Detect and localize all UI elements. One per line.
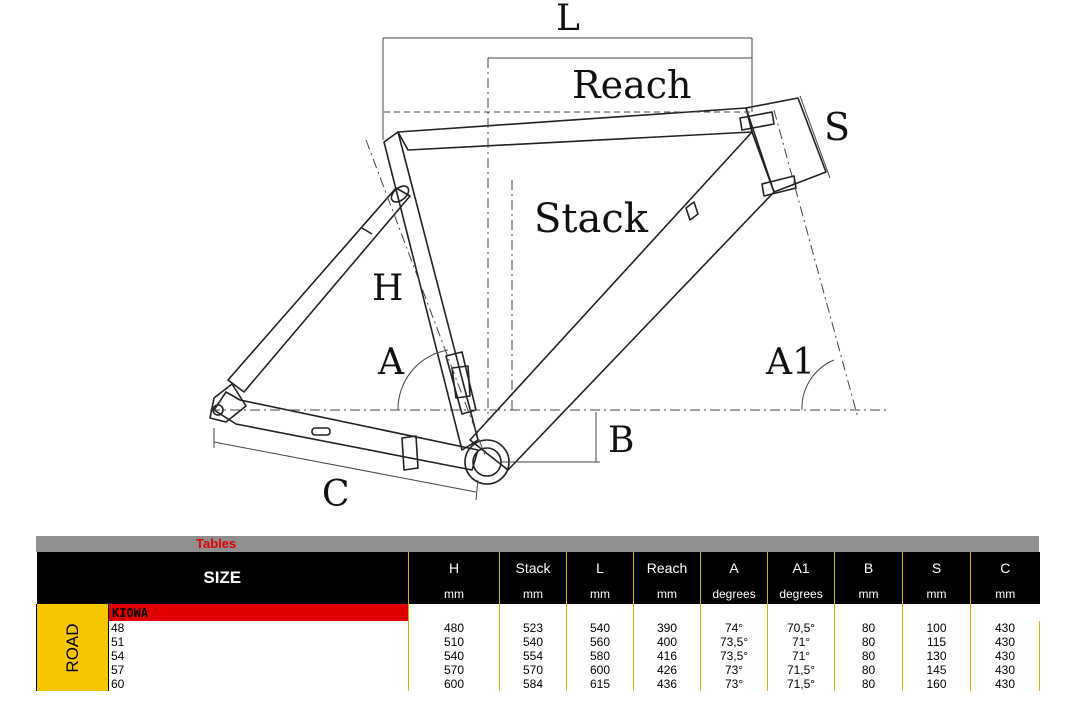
category-label: ROAD (62, 622, 82, 673)
size-cell: 60 (107, 677, 409, 691)
seat-stay (227, 187, 411, 393)
value-cell: 560 (566, 635, 634, 649)
value-cell: 73° (700, 663, 768, 677)
label-stack: Stack (534, 196, 649, 242)
value-cell: 73° (700, 677, 768, 691)
value-cell: 80 (834, 635, 903, 649)
value-cell: 130 (902, 649, 971, 663)
col-header-2: L (566, 552, 634, 584)
value-cell: 570 (408, 663, 500, 677)
label-H: H (372, 268, 403, 309)
value-cell: 73,5° (700, 649, 768, 663)
value-cell: 554 (499, 649, 567, 663)
value-cell: 570 (499, 663, 567, 677)
size-cell: 57 (107, 663, 409, 677)
value-cell: 416 (633, 649, 701, 663)
value-cell: 430 (970, 621, 1041, 635)
col-unit-6: mm (834, 584, 903, 604)
value-cell: 580 (566, 649, 634, 663)
col-header-4: A (700, 552, 768, 584)
col-unit-4: degrees (700, 584, 768, 604)
value-cell: 426 (633, 663, 701, 677)
head-tube (745, 97, 827, 193)
col-header-7: S (902, 552, 971, 584)
value-cell: 430 (970, 649, 1041, 663)
col-header-0: H (408, 552, 500, 584)
value-cell: 615 (566, 677, 634, 691)
size-header: SIZE (36, 552, 409, 604)
value-cell: 390 (633, 621, 701, 635)
category-cell: ROAD (36, 604, 109, 691)
label-A: A (377, 342, 405, 383)
value-cell: 584 (499, 677, 567, 691)
top-tube (397, 107, 753, 151)
value-cell: 80 (834, 649, 903, 663)
col-header-6: B (834, 552, 903, 584)
value-cell: 600 (408, 677, 500, 691)
seat-tube (383, 131, 479, 451)
size-cell: 54 (107, 649, 409, 663)
label-reach: Reach (572, 63, 692, 107)
value-cell: 71° (767, 649, 835, 663)
size-cell: 51 (107, 635, 409, 649)
label-C: C (322, 474, 350, 515)
value-cell: 540 (499, 635, 567, 649)
value-cell: 540 (566, 621, 634, 635)
value-cell: 71,5° (767, 677, 835, 691)
col-header-1: Stack (499, 552, 567, 584)
value-cell: 115 (902, 635, 971, 649)
value-cell: 400 (633, 635, 701, 649)
chain-stay (213, 391, 479, 471)
value-cell: 540 (408, 649, 500, 663)
value-cell: 430 (970, 635, 1041, 649)
dropout (209, 383, 247, 423)
label-B: B (608, 420, 634, 461)
value-cell: 80 (834, 677, 903, 691)
value-cell: 80 (834, 663, 903, 677)
value-cell: 145 (902, 663, 971, 677)
value-cell: 600 (566, 663, 634, 677)
value-cell: 70,5° (767, 621, 835, 635)
frame-geometry-diagram: L Reach S Stack H A A1 B C (209, 0, 890, 515)
label-S: S (824, 105, 850, 149)
table-caption-bar: Tables (36, 536, 1039, 552)
value-cell: 430 (970, 663, 1041, 677)
value-cell: 100 (902, 621, 971, 635)
col-unit-8: mm (970, 584, 1040, 604)
label-A1: A1 (765, 342, 815, 383)
col-unit-1: mm (499, 584, 567, 604)
table-caption: Tables (196, 536, 237, 551)
col-header-3: Reach (633, 552, 701, 584)
col-unit-0: mm (408, 584, 500, 604)
value-cell: 430 (970, 677, 1041, 691)
col-header-5: A1 (767, 552, 835, 584)
model-name: KIOWA (108, 604, 409, 621)
col-header-8: C (970, 552, 1040, 584)
value-cell: 71° (767, 635, 835, 649)
value-cell: 510 (408, 635, 500, 649)
value-cell: 160 (902, 677, 971, 691)
value-cell: 73,5° (700, 635, 768, 649)
col-unit-5: degrees (767, 584, 835, 604)
value-cell: 80 (834, 621, 903, 635)
value-cell: 71,5° (767, 663, 835, 677)
label-L: L (556, 0, 580, 39)
col-unit-3: mm (633, 584, 701, 604)
col-unit-7: mm (902, 584, 971, 604)
value-cell: 74° (700, 621, 768, 635)
value-cell: 480 (408, 621, 500, 635)
value-cell: 436 (633, 677, 701, 691)
col-unit-2: mm (566, 584, 634, 604)
model-row: ROAD KIOWA (36, 604, 1040, 691)
size-cell: 48 (107, 621, 409, 635)
value-cell: 523 (499, 621, 567, 635)
